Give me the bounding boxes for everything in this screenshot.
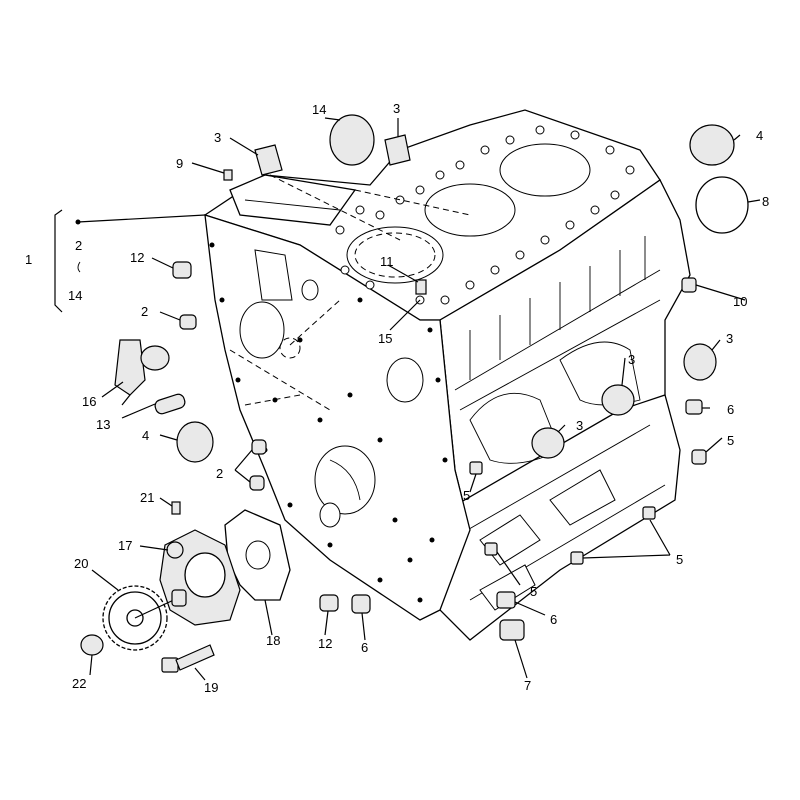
plug-2-left <box>179 314 197 330</box>
plug-3-left <box>254 144 283 176</box>
callout-4a: 4 <box>756 128 763 143</box>
callout-13: 13 <box>96 417 110 432</box>
callout-5d: 5 <box>530 584 537 599</box>
front-face-bolt-holes <box>209 242 448 603</box>
callout-19: 19 <box>204 680 218 695</box>
callout-14a: 14 <box>68 288 82 303</box>
callout-1: 1 <box>25 252 32 267</box>
callout-12b: 12 <box>318 636 332 651</box>
callout-6b: 6 <box>550 612 557 627</box>
loose-parts <box>80 114 749 673</box>
callout-9: 9 <box>176 156 183 171</box>
callout-2a: 2 <box>75 238 82 253</box>
plug-5-c <box>570 551 584 565</box>
callout-21: 21 <box>140 490 154 505</box>
callout-14b: 14 <box>312 102 326 117</box>
callout-10: 10 <box>733 294 747 309</box>
callout-22: 22 <box>72 676 86 691</box>
nut-22 <box>80 634 104 656</box>
elbow-fitting-16 <box>114 339 170 406</box>
leader-lines <box>54 117 761 681</box>
plug-5-right <box>691 449 707 465</box>
callout-5b: 5 <box>463 488 470 503</box>
callout-4b: 4 <box>142 428 149 443</box>
callout-11: 11 <box>380 254 394 269</box>
callout-18: 18 <box>266 633 280 648</box>
callout-5c: 5 <box>676 552 683 567</box>
pin-9 <box>223 169 233 181</box>
key-21 <box>171 501 181 515</box>
plug-2-lower-b <box>249 475 265 491</box>
plug-6-bottom <box>351 594 371 614</box>
cylinder-bores <box>346 143 591 284</box>
callout-20: 20 <box>74 556 88 571</box>
callout-16: 16 <box>82 394 96 409</box>
callout-3d: 3 <box>628 352 635 367</box>
callout-6a: 6 <box>727 402 734 417</box>
callout-2b: 2 <box>141 304 148 319</box>
callout-6c: 6 <box>361 640 368 655</box>
plug-3-right <box>683 343 717 381</box>
callout-12a: 12 <box>130 250 144 265</box>
plug-4-top <box>689 124 735 166</box>
callout-3e: 3 <box>576 418 583 433</box>
gasket-ring-8 <box>695 176 749 234</box>
plug-4-lower <box>176 421 214 463</box>
assembly-lines <box>229 174 471 411</box>
callout-numbers: 1 2 14 14 3 4 8 3 9 12 11 15 10 2 3 3 16… <box>25 101 769 695</box>
plug-5-a <box>469 461 483 475</box>
bushing-12-lower <box>319 594 339 612</box>
oil-pump-gear-20 <box>102 585 187 651</box>
callout-5a: 5 <box>727 433 734 448</box>
callout-17: 17 <box>118 538 132 553</box>
plug-6-lower <box>496 591 516 609</box>
plug-3-top <box>384 134 411 166</box>
plug-5-d <box>484 542 498 556</box>
plug-7 <box>499 619 525 641</box>
callout-3b: 3 <box>214 130 221 145</box>
callout-8: 8 <box>762 194 769 209</box>
plug-10 <box>681 277 697 293</box>
plug-2-lower-a <box>251 439 267 455</box>
callout-7: 7 <box>524 678 531 693</box>
plug-6-right <box>685 399 703 415</box>
bolt-19 <box>161 644 215 673</box>
pin-11 <box>415 279 427 295</box>
tube-13 <box>154 393 186 415</box>
callout-15: 15 <box>378 331 392 346</box>
plug-3-low <box>531 427 565 459</box>
callout-3a: 3 <box>393 101 400 116</box>
plug-3-mid <box>601 384 635 416</box>
plug-5-b <box>642 506 656 520</box>
plug-14-top <box>329 114 375 166</box>
bushing-12-upper <box>172 261 192 279</box>
callout-3c: 3 <box>726 331 733 346</box>
callout-2c: 2 <box>216 466 223 481</box>
